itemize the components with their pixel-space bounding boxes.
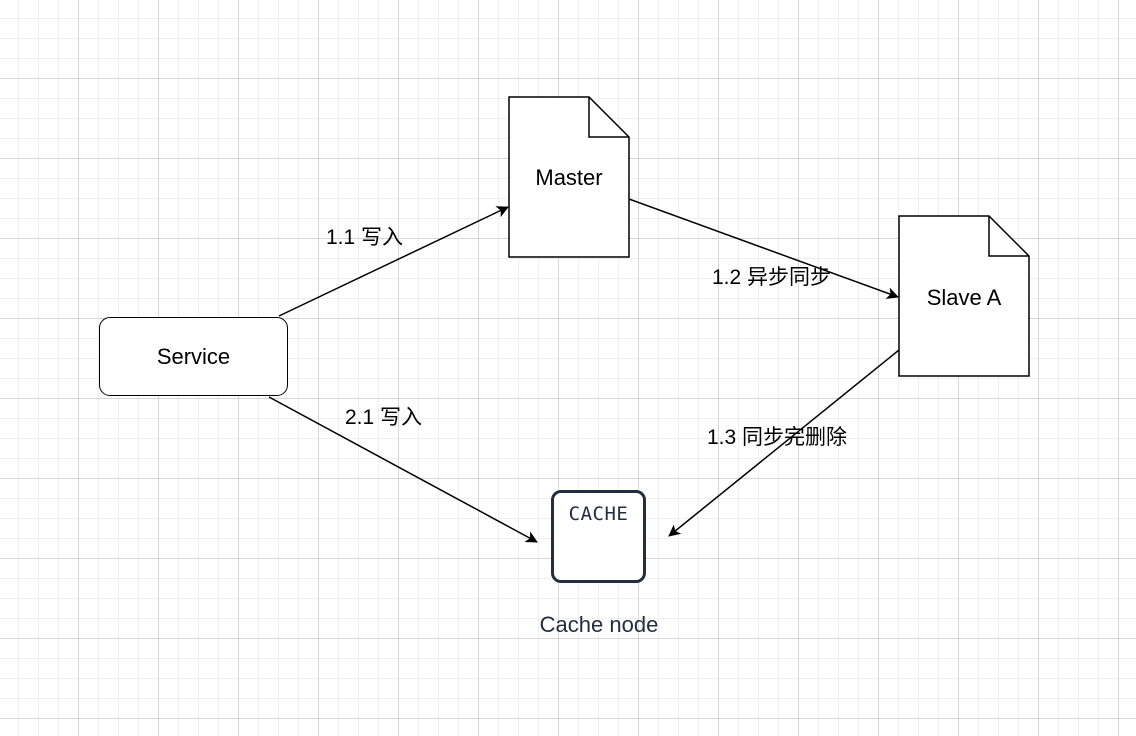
edge-label-master-to-slave: 1.2 异步同步: [712, 266, 832, 289]
edge-master-to-slave[interactable]: [628, 198, 899, 299]
edge-slave-to-cache[interactable]: [668, 349, 900, 537]
edge-service-to-master[interactable]: [278, 206, 509, 317]
cache-icon[interactable]: CACHE: [551, 490, 646, 583]
slave-a-label: Slave A: [926, 285, 1002, 310]
slave-a-node[interactable]: [898, 215, 1030, 377]
master-node[interactable]: [508, 96, 630, 258]
master-label: Master: [535, 165, 603, 190]
service-node[interactable]: Service: [99, 317, 288, 396]
edge-label-service-to-cache: 2.1 写入: [345, 406, 423, 429]
cache-node-caption: Cache node: [539, 612, 659, 637]
edge-service-to-cache[interactable]: [268, 396, 538, 543]
edge-label-slave-to-cache: 1.3 同步完删除: [707, 426, 848, 449]
service-label: Service: [156, 343, 231, 369]
edge-label-service-to-master: 1.1 写入: [326, 226, 404, 249]
cache-icon-text: CACHE: [568, 503, 629, 525]
